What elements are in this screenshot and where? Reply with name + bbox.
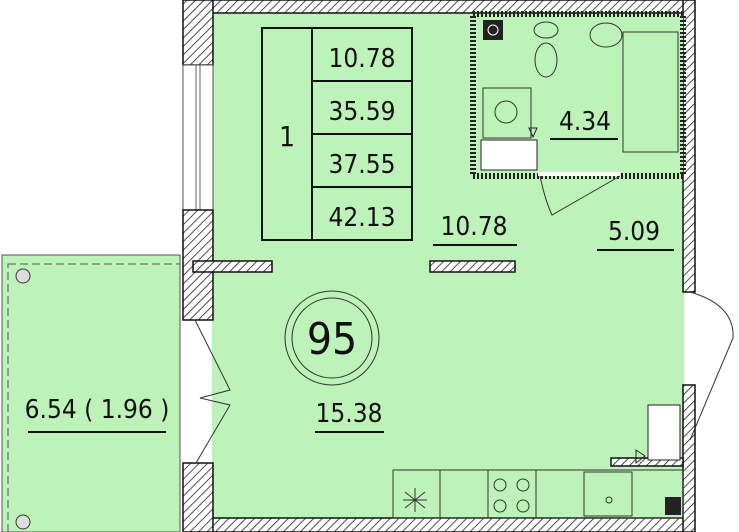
living-area: 15.38 — [316, 399, 383, 429]
apartment-number-badge: 95 — [284, 290, 380, 386]
entrance-door[interactable] — [689, 291, 734, 441]
bathroom — [470, 11, 686, 216]
bathroom-area: 4.34 — [559, 107, 611, 137]
apartment-number: 95 — [307, 314, 357, 365]
summary-value: 10.78 — [329, 44, 396, 74]
balcony-door[interactable] — [194, 319, 231, 464]
corridor-area: 5.09 — [608, 217, 660, 247]
summary-value: 35.59 — [329, 97, 396, 127]
rooms-count: 1 — [279, 120, 295, 153]
summary-value: 42.13 — [329, 203, 396, 233]
walls — [182, 0, 696, 532]
area-summary-table: 1 10.78 35.59 37.55 42.13 — [261, 27, 413, 241]
balcony-area: 6.54 ( 1.96 ) — [25, 395, 170, 425]
kitchen-counter — [392, 404, 684, 519]
hall-area: 10.78 — [441, 212, 508, 242]
balcony — [1, 254, 181, 532]
summary-value: 37.55 — [329, 150, 396, 180]
